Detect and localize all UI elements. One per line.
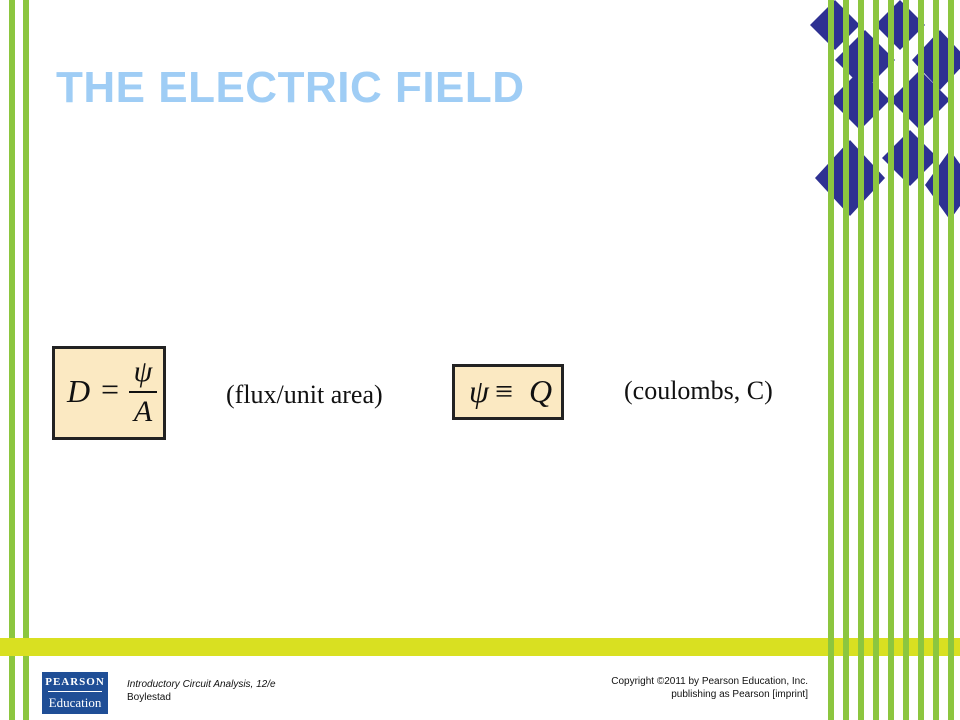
flux-density-note: (flux/unit area) bbox=[226, 380, 383, 409]
green-stripe bbox=[948, 0, 954, 720]
fraction: ψ A bbox=[129, 355, 157, 429]
equals-sign: = bbox=[101, 371, 120, 407]
green-stripe bbox=[828, 0, 834, 720]
flux-density-equation: D = ψ A bbox=[52, 346, 166, 440]
slide-title: THE ELECTRIC FIELD bbox=[56, 63, 525, 112]
decoration-graphic bbox=[810, 0, 960, 720]
equation-lhs: D bbox=[67, 373, 91, 409]
equation-strip: D = ψ A (flux/unit area) ψ ≡ Q (coulombs… bbox=[48, 340, 808, 444]
fraction-bar bbox=[129, 391, 157, 393]
diamond-shape bbox=[875, 0, 925, 50]
diamond-shape bbox=[835, 30, 895, 90]
footer-band bbox=[0, 638, 960, 656]
equation-rhs: Q bbox=[529, 373, 553, 409]
green-stripe bbox=[903, 0, 909, 720]
flux-charge-equation: ψ ≡ Q bbox=[452, 364, 564, 420]
green-stripe bbox=[843, 0, 849, 720]
book-title: Introductory Circuit Analysis, 12/e bbox=[127, 679, 276, 690]
green-stripe bbox=[888, 0, 894, 720]
copyright-line: publishing as Pearson [imprint] bbox=[671, 689, 808, 700]
copyright-notice: Copyright ©2011 by Pearson Education, In… bbox=[611, 675, 808, 701]
book-credit: Introductory Circuit Analysis, 12/e Boyl… bbox=[127, 678, 276, 704]
decorative-stripes-and-diamonds bbox=[810, 0, 960, 720]
green-stripe bbox=[858, 0, 864, 720]
green-stripe bbox=[918, 0, 924, 720]
copyright-line: Copyright ©2011 by Pearson Education, In… bbox=[611, 676, 808, 687]
left-accent-stripe bbox=[23, 0, 29, 720]
left-accent-stripe bbox=[9, 0, 15, 720]
logo-wordmark-bottom: Education bbox=[48, 695, 102, 710]
pearson-logo: PEARSON Education bbox=[42, 672, 108, 714]
equation-lhs: ψ bbox=[469, 373, 489, 409]
book-author: Boylestad bbox=[127, 692, 171, 703]
identity-sign: ≡ bbox=[495, 373, 514, 409]
logo-wordmark-top: PEARSON bbox=[45, 676, 105, 688]
logo-divider bbox=[48, 691, 102, 692]
fraction-denominator: A bbox=[133, 395, 153, 428]
fraction-numerator: ψ bbox=[133, 355, 153, 388]
green-stripe bbox=[933, 0, 939, 720]
flux-charge-note: (coulombs, C) bbox=[624, 376, 773, 405]
green-stripe bbox=[873, 0, 879, 720]
